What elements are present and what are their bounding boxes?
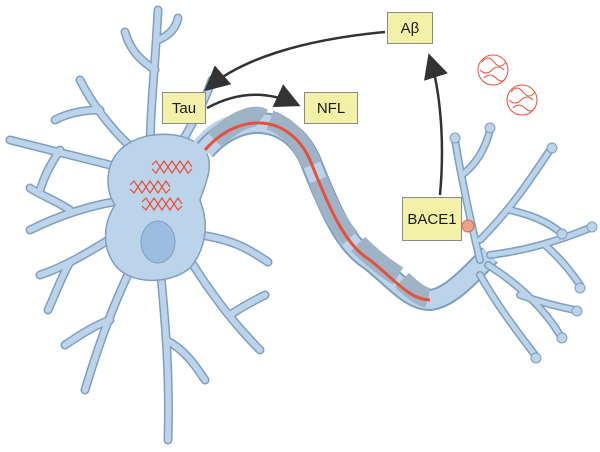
tau-label: Tau	[162, 92, 206, 124]
nucleus	[140, 220, 176, 264]
bace1-marker	[461, 219, 475, 233]
axon-terminals	[451, 126, 594, 359]
myelin-sheath	[350, 236, 404, 285]
amyloid-plaques	[477, 54, 538, 116]
nfl-label: NFL	[304, 92, 358, 124]
bace1-label: BACE1	[402, 197, 462, 241]
axon	[196, 106, 498, 312]
axon-core	[203, 121, 431, 302]
myelin-sheath	[394, 272, 431, 308]
arrow-abeta-to-tau	[204, 30, 386, 92]
arrow-bace1-to-abeta	[424, 53, 448, 196]
terminal-boutons	[449, 122, 598, 364]
pathway-arrows	[204, 30, 448, 196]
abeta-label: Aβ	[387, 12, 433, 44]
arrow-tau-to-nfl	[206, 84, 301, 110]
tau-tangles	[129, 159, 193, 212]
